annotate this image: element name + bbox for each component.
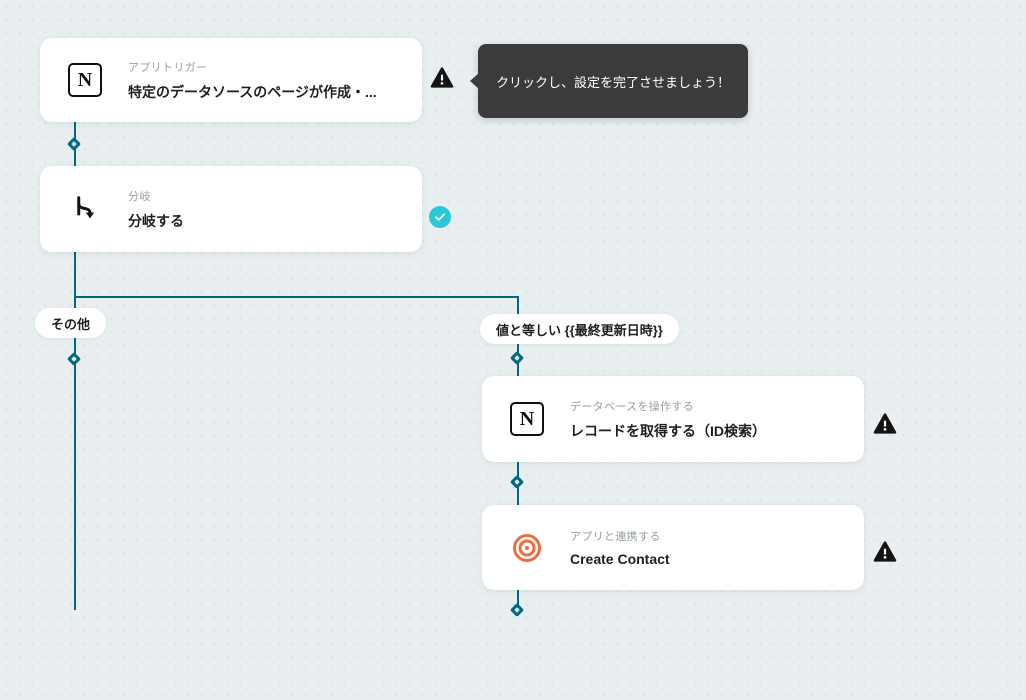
connector-node[interactable] [509, 602, 525, 618]
node-card-branch[interactable]: 分岐 分岐する [40, 166, 422, 252]
notion-icon: N [508, 400, 546, 438]
node-title: レコードを取得する（ID検索） [570, 422, 766, 439]
node-type-label: データベースを操作する [570, 400, 695, 413]
app-orange-icon [508, 529, 546, 567]
check-icon [429, 206, 451, 228]
warning-icon [429, 66, 455, 90]
node-card-contact[interactable]: アプリと連携する Create Contact [482, 505, 864, 590]
notion-icon-glyph: N [68, 63, 102, 97]
branch-label-condition[interactable]: 値と等しい {{最終更新日時}} [480, 314, 679, 344]
connector-node[interactable] [509, 474, 525, 490]
connector-left-branch [74, 252, 76, 610]
connector-node[interactable] [66, 351, 82, 367]
branch-label-text: 値と等しい {{最終更新日時}} [496, 322, 663, 338]
setup-tooltip: クリックし、設定を完了させましょう！ [470, 44, 749, 118]
branch-icon [66, 190, 104, 228]
warning-icon [872, 540, 898, 564]
node-card-trigger[interactable]: N アプリトリガー 特定のデータソースのページが作成・... [40, 38, 422, 122]
node-type-label: 分岐 [128, 190, 151, 203]
node-type-label: アプリトリガー [128, 61, 208, 74]
tooltip-text: クリックし、設定を完了させましょう！ [496, 74, 731, 90]
node-title: 分岐する [128, 212, 184, 229]
connector-node[interactable] [66, 136, 82, 152]
node-title: 特定のデータソースのページが作成・... [128, 83, 377, 100]
node-type-label: アプリと連携する [570, 531, 661, 543]
connector-horizontal [74, 296, 519, 298]
notion-icon: N [66, 61, 104, 99]
warning-icon [872, 412, 898, 436]
connector-node[interactable] [509, 350, 525, 366]
branch-label-text: その他 [51, 316, 91, 332]
notion-icon-glyph: N [510, 402, 544, 436]
tooltip-tail-icon [470, 73, 479, 89]
node-card-db[interactable]: N データベースを操作する レコードを取得する（ID検索） [482, 376, 864, 462]
branch-label-else[interactable]: その他 [35, 308, 107, 338]
node-title: Create Contact [570, 551, 670, 567]
